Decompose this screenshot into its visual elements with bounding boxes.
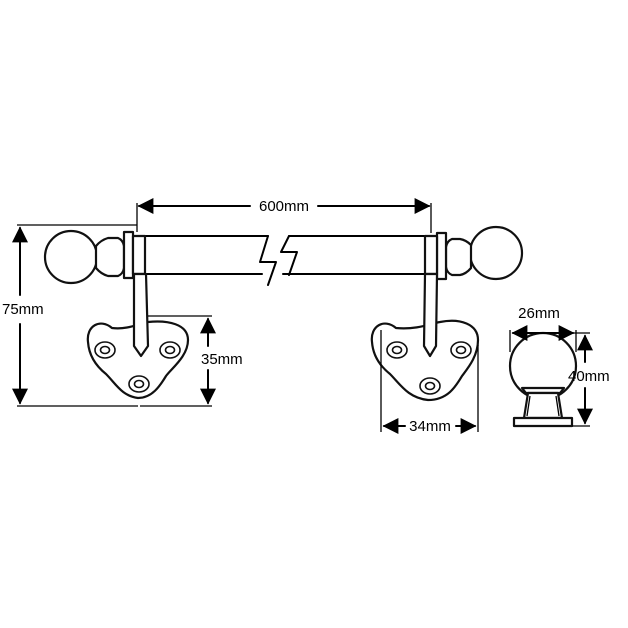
break-symbol xyxy=(259,235,298,286)
finial-detail xyxy=(508,331,578,428)
dimension-finial-height: 40mm xyxy=(560,332,610,427)
dimension-label-75: 75mm xyxy=(2,301,44,318)
dimension-label-34: 34mm xyxy=(409,418,451,435)
dimension-label-26: 26mm xyxy=(518,305,560,322)
screw-hole xyxy=(386,341,408,359)
screw-hole xyxy=(419,377,441,395)
screw-hole xyxy=(450,341,472,359)
dimension-label-600: 600mm xyxy=(259,198,309,215)
screw-hole xyxy=(128,375,150,393)
screw-hole xyxy=(159,341,181,359)
screw-hole xyxy=(94,341,116,359)
dimension-label-35: 35mm xyxy=(201,351,243,368)
dimension-label-40: 40mm xyxy=(568,368,610,385)
left-bracket xyxy=(86,272,190,400)
dimension-rail-length: 600mm xyxy=(136,198,432,233)
left-finial xyxy=(43,229,147,285)
dimension-overall-height: 75mm xyxy=(2,224,138,407)
right-bracket xyxy=(370,272,480,402)
dimension-plate-height: 35mm xyxy=(140,315,243,407)
dimension-plate-width: 34mm xyxy=(380,330,479,435)
right-finial xyxy=(423,225,524,281)
rail-bar xyxy=(144,235,426,275)
